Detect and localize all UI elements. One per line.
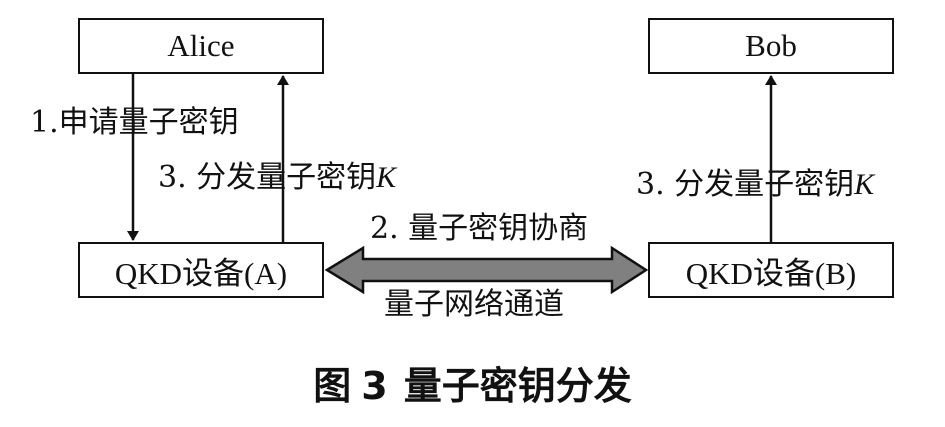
alice-label: Alice [167, 28, 235, 63]
qkd-device-b-label: QKD设备(B) [685, 255, 857, 291]
caption-label: 图 [313, 364, 352, 408]
qkd-device-a-node: QKD设备(A) [78, 242, 324, 298]
qkd-device-a-label: QKD设备(A) [114, 255, 288, 291]
step2-label: 2. 量子密钥协商 [370, 211, 589, 246]
alice-node: Alice [78, 18, 324, 74]
quantum-channel-arrow [324, 245, 649, 295]
key-symbol-left: K [376, 161, 397, 194]
bob-label: Bob [745, 28, 797, 63]
caption-number: 3 [361, 364, 388, 408]
caption-title: 量子密钥分发 [403, 364, 632, 408]
channel-label: 量子网络通道 [384, 287, 564, 322]
step3-right-label: 3. 分发量子密钥K [636, 170, 874, 200]
step3-left-text: 3. 分发量子密钥 [158, 160, 377, 195]
step1-label: 1.申请量子密钥 [30, 105, 239, 140]
step3-right-text: 3. 分发量子密钥 [636, 167, 855, 202]
qkd-device-b-node: QKD设备(B) [648, 242, 894, 298]
step3-left-label: 3. 分发量子密钥K [158, 163, 396, 193]
bob-node: Bob [648, 18, 894, 74]
key-symbol-right: K [854, 168, 875, 201]
